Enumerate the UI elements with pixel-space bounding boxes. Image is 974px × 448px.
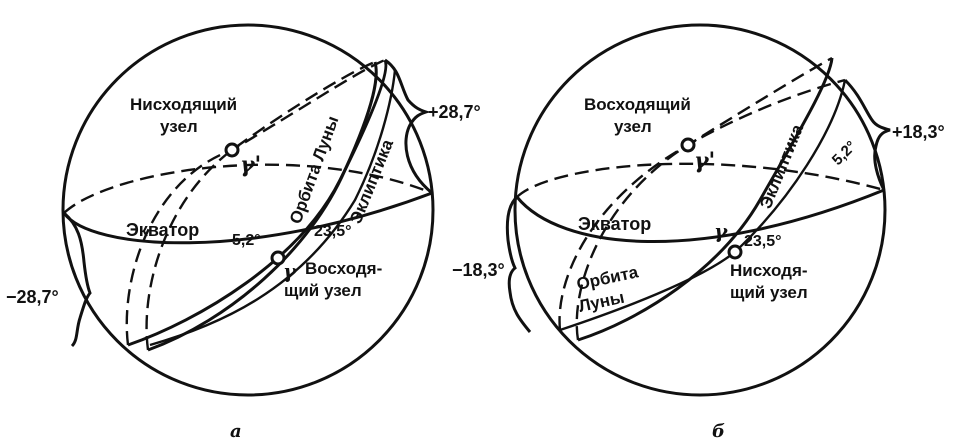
node-upper-label-b-2: узел [614,117,652,136]
brace-bottom-a [62,211,92,348]
gamma-b: γ [714,219,728,243]
caption-a: а [230,421,242,442]
node-upper-label-a-1: Нисходящий [130,95,237,114]
extreme-top-b: +18,3° [892,122,945,142]
gamma-prime-a: γ' [240,152,261,178]
gamma-a: γ [283,259,297,283]
equator-front-a [62,191,433,245]
panel-a: Нисходящий узел γ' Экватор 5,2° 23,5° γ … [6,23,481,442]
node-lower-label-b-2: щий узел [730,283,808,302]
equator-label-a: Экватор [126,220,199,240]
equator-label-b: Экватор [578,214,651,234]
equator-back-a [63,163,433,214]
moon-orbit-front-a [147,61,378,352]
gamma-prime-b: γ' [694,148,715,174]
brace-top-b [843,78,891,191]
extreme-bottom-a: −28,7° [6,287,59,307]
orbit-outer-a [149,69,397,347]
ecliptic-back-b [575,56,833,341]
angle-ecliptic-b: 23,5° [744,233,782,250]
moon-orbit-label-b-1: Орбита [575,262,640,294]
brace-top-a [384,58,433,195]
sphere-outline-b [513,23,887,397]
equator-back-b [516,162,885,198]
node-upper-label-a-2: узел [160,117,198,136]
angle-moon-b: 5,2° [829,138,860,169]
node-lower-label-a-2: щий узел [284,281,362,300]
caption-b: б [712,421,725,442]
moon-orbit-back-a [145,60,376,351]
node-upper-a [224,142,240,158]
node-upper-b [680,137,696,153]
ecliptic-front-b [577,57,834,342]
node-upper-label-b-1: Восходящий [584,95,691,114]
ecliptic-label-b: Эклиптика [756,121,807,211]
angle-moon-a: 5,2° [232,232,261,249]
extreme-top-a: +28,7° [428,102,481,122]
node-lower-a [270,250,286,266]
brace-bottom-b [505,195,532,333]
sphere-outline-a [61,23,435,397]
equator-front-b [515,188,885,244]
node-lower-b [727,244,743,260]
node-lower-label-a-1: Восходя- [305,259,382,278]
angle-ecliptic-a: 23,5° [314,223,352,240]
node-lower-label-b-1: Нисходя- [730,261,808,280]
panel-b: Восходящий узел γ' Экватор γ 23,5° 5,2° … [452,23,945,442]
extreme-bottom-b: −18,3° [452,260,505,280]
